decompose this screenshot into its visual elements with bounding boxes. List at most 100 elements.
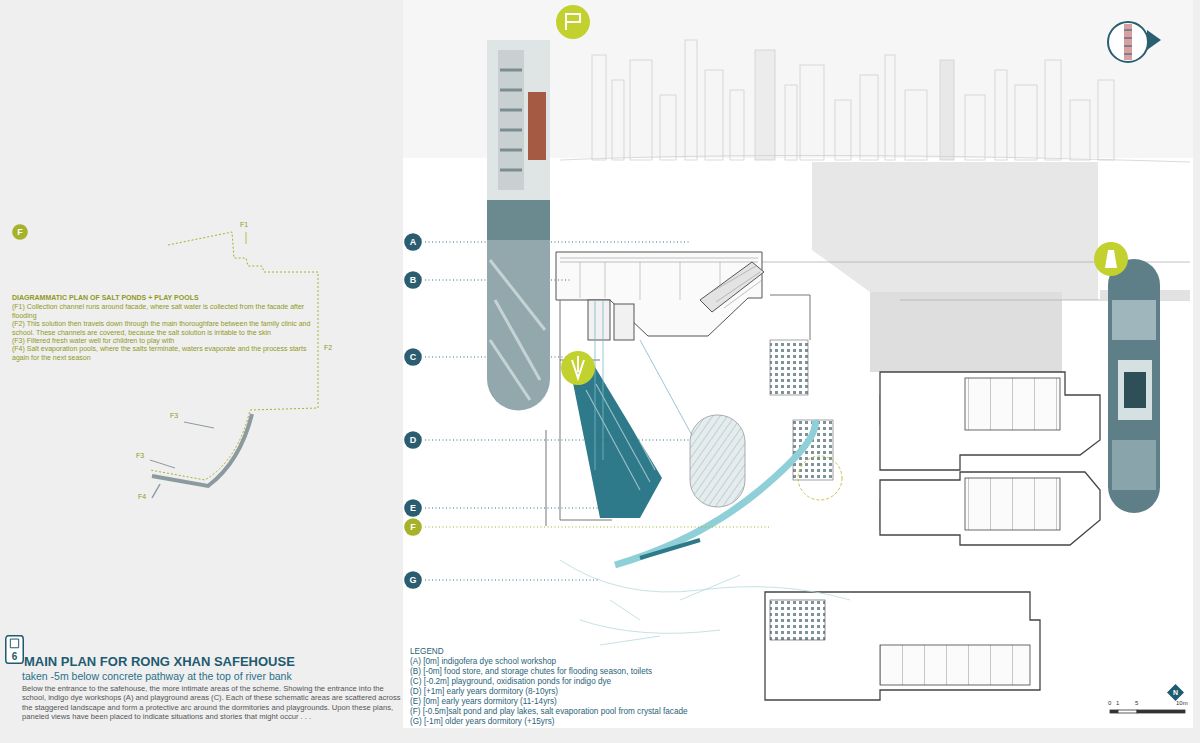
marker-leader (425, 440, 690, 441)
salt-channel (572, 362, 662, 518)
ground-block (812, 162, 1098, 372)
play-lake (798, 456, 842, 500)
skyline (755, 50, 775, 160)
scale-bar (1110, 710, 1118, 713)
section-key-icon (1124, 30, 1132, 54)
view-panel (487, 200, 550, 240)
salt-channel (595, 300, 700, 470)
dormitory-block (880, 372, 1100, 470)
view-panel (1124, 372, 1146, 408)
node-label: E (410, 504, 416, 513)
skyline (630, 60, 652, 160)
school-workshop (700, 262, 764, 312)
legend-text: (F) [-0.5m]salt pond and play lakes, sal… (410, 707, 688, 717)
skyline (905, 90, 927, 160)
salt-channel (690, 415, 745, 507)
subtitle: taken -5m below concrete pathway at the … (22, 670, 402, 682)
marker-circle (404, 571, 422, 589)
node-label: C (410, 353, 417, 362)
salt-pond-notes: DIAGRAMMATIC PLAN OF SALT PONDS + PLAY P… (12, 294, 312, 362)
dormitory-block (965, 378, 1060, 430)
skyline (995, 70, 1007, 160)
skyline (560, 155, 1190, 162)
school-workshop (560, 258, 758, 262)
legend-heading: LEGEND (410, 647, 444, 656)
sheet-number: 6 (5, 635, 24, 664)
dormitory-block (880, 645, 1030, 685)
node-label: 6 (12, 652, 18, 662)
callout-number: F2 (324, 344, 332, 352)
legend-text: (C) [-0.2m] playground, oxidisation pond… (410, 677, 611, 687)
note-text: (F1) Collection channel runs around faca… (12, 303, 312, 320)
view-icon (566, 14, 580, 30)
legend-row: (C) [-0.2m] playground, oxidisation pond… (410, 677, 830, 687)
node-label: F (410, 523, 416, 532)
zone-marker: G (404, 571, 422, 589)
view-icon (556, 5, 1128, 385)
view-icon (561, 351, 595, 385)
marker-circle (404, 348, 422, 366)
note-text: (F3) Filtered fresh water well for child… (12, 337, 312, 345)
dormitory-block (880, 472, 1100, 545)
view-icon (1105, 250, 1117, 268)
scale-bar (1118, 710, 1137, 713)
marker-circle (404, 499, 422, 517)
zone-marker: A (404, 233, 422, 251)
skyline (860, 75, 878, 160)
legend-text: (E) [0m] early years dormitory (11-14yrs… (410, 697, 557, 707)
salt-channel (586, 378, 655, 490)
school-workshop (708, 266, 762, 308)
zone-marker: F (404, 518, 422, 536)
view-panel (487, 40, 550, 200)
note-text: (F4) Salt evaporation pools, where the s… (12, 345, 312, 362)
marker-leader (425, 527, 770, 528)
view-panel (1112, 440, 1156, 490)
marker-leader (425, 242, 770, 580)
play-lake (600, 575, 740, 645)
zone-marker: D (404, 431, 422, 449)
north-diamond (1167, 684, 1184, 701)
legend-row: (D) [+1m] early years dormitory (8-10yrs… (410, 687, 830, 697)
salt-pond-diagram (150, 232, 318, 480)
skyline (965, 95, 985, 160)
skyline (660, 95, 676, 160)
dormitory-block (770, 600, 825, 640)
skyline (1070, 100, 1090, 160)
playground-seating (770, 340, 808, 395)
legend-text: (D) [+1m] early years dormitory (8-10yrs… (410, 687, 558, 697)
salt-channel (572, 300, 745, 518)
skyline (1045, 60, 1061, 160)
view-panel (487, 40, 550, 420)
view-panel (1108, 255, 1160, 515)
node-label: G (409, 576, 416, 585)
view-icon (572, 356, 584, 378)
sheet-caption: Below the entrance to the safehouse, the… (22, 684, 404, 722)
scale-number: 10m (1176, 700, 1188, 707)
salt-pond-diagram (152, 484, 160, 498)
marker-circle (404, 271, 422, 289)
callout-number: F3 (170, 412, 178, 420)
view-panel (528, 92, 546, 160)
school-workshop (614, 304, 634, 340)
salt-pond-diagram (246, 232, 247, 244)
marker-leader (425, 508, 600, 509)
dormitory-block (965, 478, 1060, 530)
marker-circle (404, 233, 422, 251)
scale-number: 1 (1116, 700, 1119, 707)
view-panel (490, 260, 545, 400)
skyline (612, 80, 624, 160)
sheet-title: MAIN PLAN FOR RONG XHAN SAFEHOUSE (24, 654, 404, 670)
view-icon (556, 5, 590, 39)
marker-leader (425, 580, 600, 581)
zone-marker: E (404, 499, 422, 517)
school-workshop (588, 300, 610, 340)
view-panel (1118, 360, 1152, 420)
dormitory-block (765, 592, 1040, 700)
skyline (592, 55, 606, 160)
skyline (940, 60, 954, 160)
